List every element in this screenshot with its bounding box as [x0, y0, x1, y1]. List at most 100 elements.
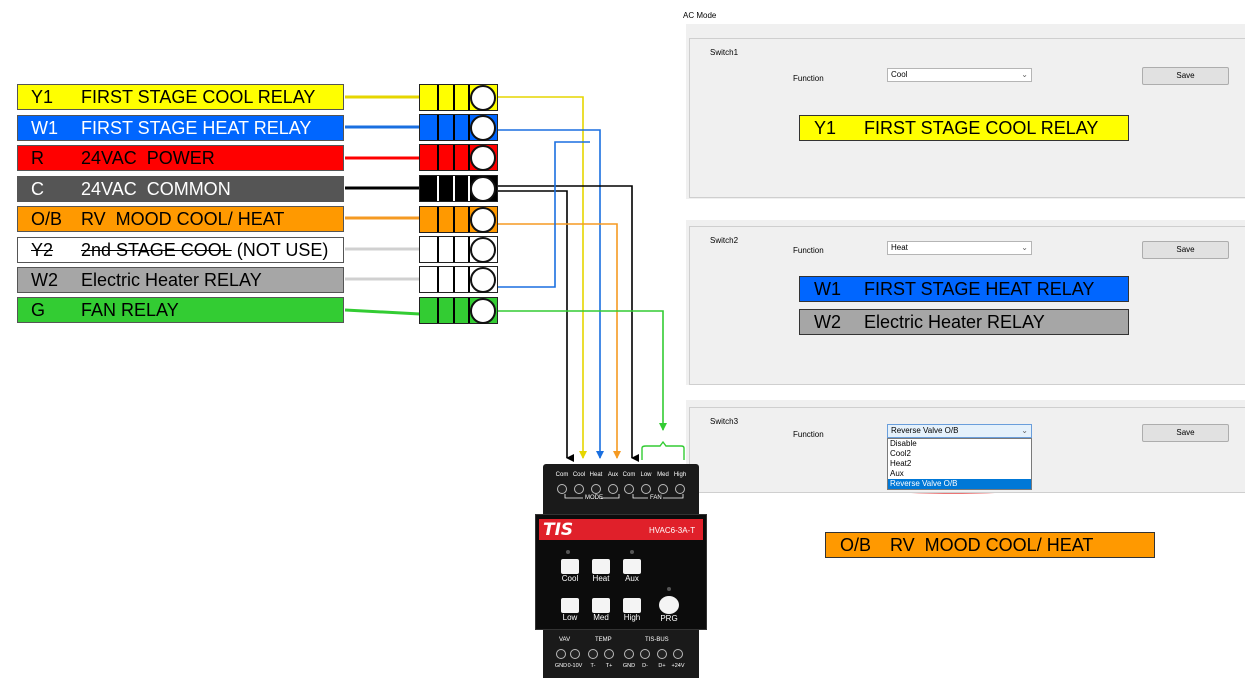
terminal-divider — [468, 267, 470, 292]
mode-group-label: MODE — [585, 495, 603, 501]
device-key-aux[interactable] — [623, 559, 641, 574]
wire-label-text: Electric Heater RELAY — [81, 270, 262, 290]
terminal-divider — [453, 176, 455, 201]
switch1-function-select[interactable]: Cool⌄ — [887, 68, 1032, 82]
terminal-screw-icon — [591, 484, 601, 494]
terminal-slot — [419, 175, 498, 202]
wire-w1-to-heat — [497, 129, 604, 459]
wire-label-text: FAN RELAY — [81, 300, 179, 320]
right-label-w1-text: FIRST STAGE HEAT RELAY — [864, 279, 1095, 299]
wire-label-code: R — [31, 148, 44, 168]
terminal-divider — [453, 85, 455, 110]
indicator-led — [630, 550, 634, 554]
terminal-divider — [453, 267, 455, 292]
bottom-terminal-label: +24V — [671, 663, 685, 669]
switch1-save-button[interactable]: Save — [1142, 67, 1229, 85]
wire-label-code: Y2 — [31, 240, 54, 260]
device-key-low[interactable] — [561, 598, 579, 613]
switch2-function-label: Function — [793, 246, 824, 255]
device-key-med[interactable] — [592, 598, 610, 613]
device-key-label: High — [623, 613, 641, 622]
switch2-label: Switch2 — [710, 236, 739, 245]
wire-y1-to-cool — [497, 96, 587, 459]
wire-label-text: FIRST STAGE COOL RELAY — [81, 87, 316, 107]
dropdown-option[interactable]: Cool2 — [890, 449, 911, 458]
terminal-screw-icon — [604, 649, 614, 659]
device-key-label: Cool — [561, 574, 579, 583]
ac-mode-title: AC Mode — [683, 11, 717, 20]
dropdown-option[interactable]: Heat2 — [890, 459, 912, 468]
terminal-divider — [437, 298, 439, 323]
right-label-w1: W1 FIRST STAGE HEAT RELAY — [799, 276, 1129, 302]
switch3-save-button[interactable]: Save — [1142, 424, 1229, 442]
terminal-screw-icon — [608, 484, 618, 494]
device-key-high[interactable] — [623, 598, 641, 613]
switch3-function-select[interactable]: Reverse Valve O/B⌄ — [887, 424, 1032, 438]
terminal-divider — [453, 145, 455, 170]
bottom-terminal-label: D- — [642, 663, 648, 669]
device-key-label: Heat — [592, 574, 610, 583]
right-label-w1-code: W1 — [814, 279, 841, 299]
bottom-terminal-label: D+ — [658, 663, 666, 669]
device-key-cool[interactable] — [561, 559, 579, 574]
right-label-ob-text: RV MOOD COOL/ HEAT — [890, 535, 1094, 555]
top-terminal-label: Com — [555, 472, 569, 478]
terminal-screw-icon — [556, 649, 566, 659]
dropdown-option[interactable]: Aux — [890, 469, 904, 478]
terminal-divider — [437, 115, 439, 140]
brand-logo: TIS — [543, 520, 574, 540]
terminal-slot — [419, 144, 498, 171]
wire-label-text: 2nd STAGE COOL — [81, 240, 232, 260]
indicator-led — [566, 550, 570, 554]
wire-c-to-com1 — [497, 190, 574, 462]
terminal-screw-icon — [641, 484, 651, 494]
terminal-screw — [470, 267, 496, 293]
device-key-label: PRG — [660, 614, 678, 623]
terminal-screw-icon — [588, 649, 598, 659]
model-number: HVAC6-3A-T — [649, 526, 696, 535]
bottom-terminal-label: T- — [590, 663, 596, 669]
terminal-screw-icon — [658, 484, 668, 494]
device-key-prg[interactable] — [659, 596, 679, 614]
dropdown-option[interactable]: Disable — [890, 439, 917, 448]
terminal-screw — [470, 115, 496, 141]
switch3-function-label: Function — [793, 430, 824, 439]
switch2-function-select[interactable]: Heat⌄ — [887, 241, 1032, 255]
bottom-group-label: TIS-BUS — [645, 637, 669, 643]
right-label-w2-code: W2 — [814, 312, 841, 332]
terminal-screw-icon — [624, 484, 634, 494]
top-terminal-label: Com — [622, 472, 636, 478]
switch1-label: Switch1 — [710, 48, 739, 57]
brand-strip — [539, 519, 703, 540]
chevron-down-icon: ⌄ — [1021, 243, 1028, 252]
terminal-screw — [470, 176, 496, 202]
terminal-slot — [419, 297, 498, 324]
wire-label-code: O/B — [31, 209, 63, 229]
indicator-led — [667, 587, 671, 591]
wire-c-to-com2 — [497, 185, 639, 462]
terminal-slot — [419, 266, 498, 293]
terminal-slot — [419, 114, 498, 141]
device-key-heat[interactable] — [592, 559, 610, 574]
terminal-group-brackets — [564, 494, 684, 499]
switch2-save-button[interactable]: Save — [1142, 241, 1229, 259]
terminal-divider — [437, 176, 439, 201]
right-label-y1-code: Y1 — [814, 118, 837, 138]
top-terminal-label: Cool — [572, 472, 586, 478]
terminal-screw-icon — [657, 649, 667, 659]
switch3-label: Switch3 — [710, 417, 739, 426]
terminal-divider — [468, 237, 470, 262]
wire-label-code: C — [31, 179, 44, 199]
top-terminal-label: High — [673, 472, 687, 478]
terminal-screw — [470, 298, 496, 324]
top-terminal-label: Aux — [607, 472, 619, 478]
device-top-terminal-block — [543, 464, 699, 514]
dropdown-option[interactable]: Reverse Valve O/B — [888, 479, 1031, 489]
